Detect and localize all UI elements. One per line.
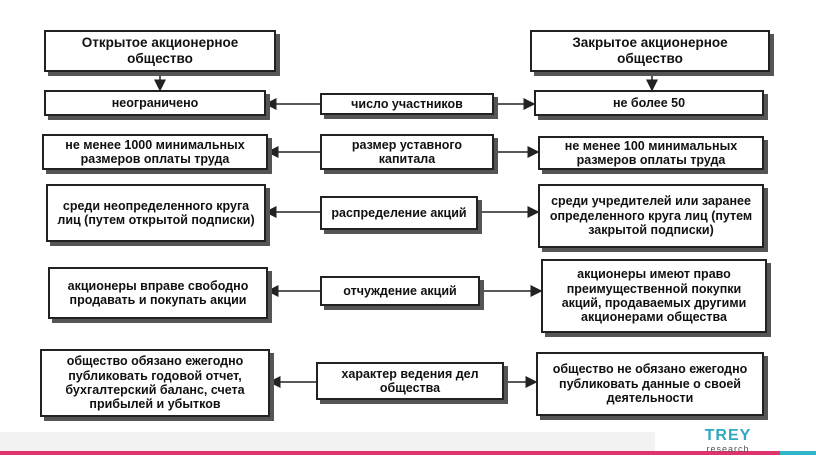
open-capital-box: не менее 1000 минимальных размеров оплат… <box>42 134 268 170</box>
criterion-capital-box: размер уставного капитала <box>320 134 494 170</box>
criterion-alienation-box: отчуждение акций <box>320 276 480 306</box>
logo-sub-text: research <box>706 444 750 454</box>
closed-capital-text: не менее 100 минимальных размеров оплаты… <box>564 138 738 167</box>
open-participants-text: неограничено <box>111 95 199 110</box>
criterion-distribution-box: распределение акций <box>320 196 478 230</box>
open-alienation-text: акционеры вправе свободно продавать и по… <box>67 278 249 307</box>
header-closed-jsc: Закрытое акционерное общество <box>530 30 770 72</box>
criterion-participants-box: число участников <box>320 93 494 115</box>
criterion-disclosure-box: характер ведения дел общества <box>316 362 504 400</box>
open-distribution-box: среди неопределенного круга лиц (путем о… <box>46 184 266 242</box>
closed-participants-text: не более 50 <box>612 95 686 110</box>
logo-main-text: TREY <box>704 427 752 444</box>
open-capital-text: не менее 1000 минимальных размеров оплат… <box>65 137 245 166</box>
criterion-disclosure-text: характер ведения дел общества <box>341 366 479 395</box>
footer-accent-bar <box>0 451 816 455</box>
criterion-distribution-text: распределение акций <box>331 205 467 220</box>
open-disclosure-box: общество обязано ежегодно публиковать го… <box>40 349 270 417</box>
open-disclosure-text: общество обязано ежегодно публиковать го… <box>65 354 245 412</box>
closed-alienation-text: акционеры имеют право преимущественной п… <box>561 267 747 325</box>
footer-cyan-bar <box>780 451 816 455</box>
open-participants-box: неограничено <box>44 90 266 116</box>
open-distribution-text: среди неопределенного круга лиц (путем о… <box>57 198 255 227</box>
criterion-alienation-text: отчуждение акций <box>343 283 457 298</box>
criterion-participants-text: число участников <box>351 96 463 111</box>
header-closed-jsc-label: Закрытое акционерное общество <box>572 35 728 66</box>
open-alienation-box: акционеры вправе свободно продавать и по… <box>48 267 268 319</box>
criterion-capital-text: размер уставного капитала <box>351 137 463 166</box>
closed-distribution-text: среди учредителей или заранее определенн… <box>549 194 753 238</box>
closed-disclosure-box: общество не обязано ежегодно публиковать… <box>536 352 764 416</box>
trey-logo: TREY research <box>698 427 758 455</box>
closed-participants-box: не более 50 <box>534 90 764 116</box>
footer-gray-band <box>0 432 655 451</box>
closed-distribution-box: среди учредителей или заранее определенн… <box>538 184 764 248</box>
closed-disclosure-text: общество не обязано ежегодно публиковать… <box>552 362 748 406</box>
closed-capital-box: не менее 100 минимальных размеров оплаты… <box>538 136 764 170</box>
header-open-jsc: Открытое акционерное общество <box>44 30 276 72</box>
header-open-jsc-label: Открытое акционерное общество <box>81 35 239 66</box>
closed-alienation-box: акционеры имеют право преимущественной п… <box>541 259 767 333</box>
